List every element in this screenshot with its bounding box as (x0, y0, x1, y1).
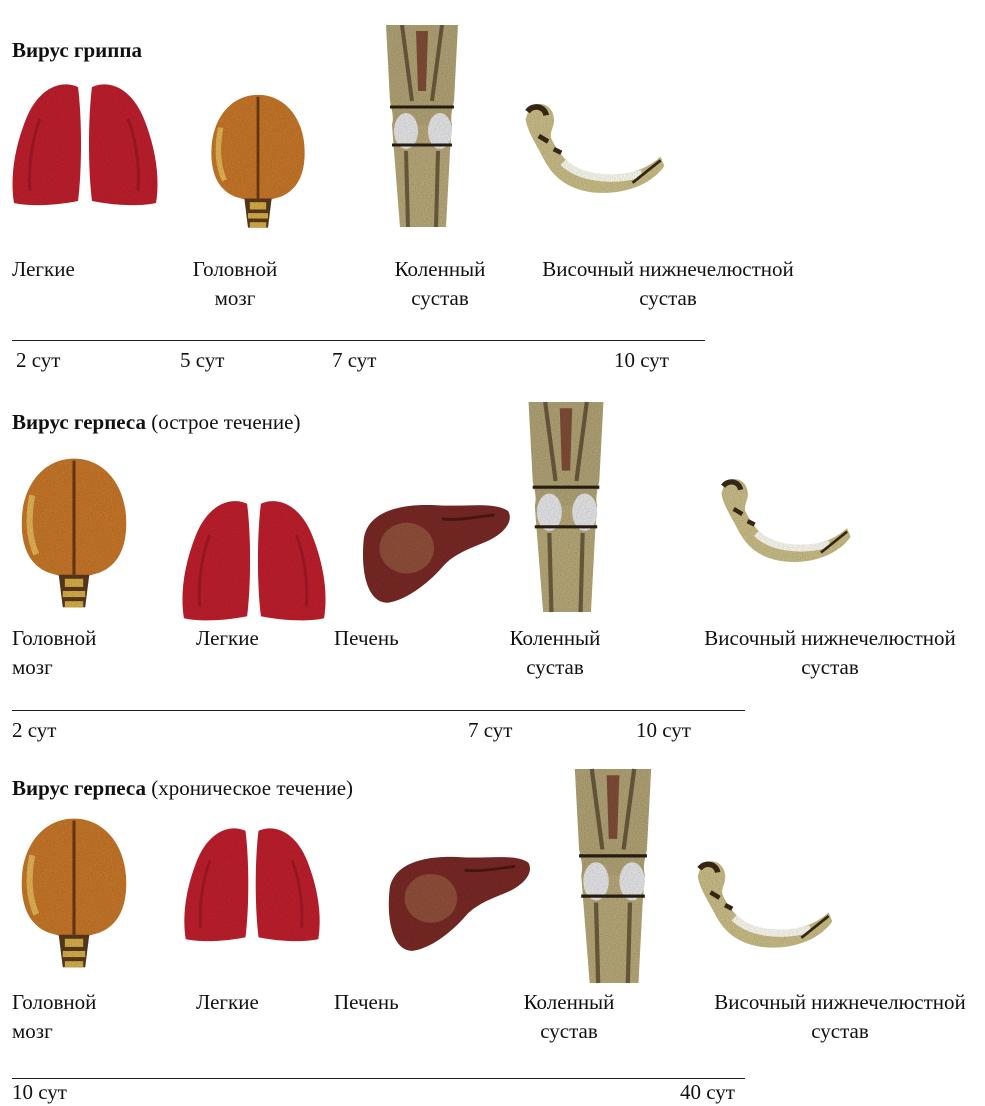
organ-label-lungs: Легкие (196, 624, 259, 653)
organ-label-liver: Печень (334, 988, 399, 1017)
organ-label-jaw: Височный нижнечелюстной сустав (690, 624, 970, 682)
timeline-tick: 10 сут (12, 1080, 67, 1105)
brain-icon (18, 808, 130, 984)
organ-label-knee: Коленный сустав (490, 624, 620, 682)
timeline-axis (12, 1078, 745, 1079)
knee-joint-icon (372, 10, 472, 242)
panel-title-note: (хроническое течение) (151, 776, 353, 800)
panel-title-bold: Вирус гриппа (12, 38, 142, 62)
organ-label-brain: Головной мозг (175, 255, 295, 313)
timeline-tick: 2 сут (16, 348, 60, 373)
lungs-icon (10, 78, 160, 210)
panel-title-note: (острое течение) (151, 410, 300, 434)
organ-label-knee: Коленный сустав (375, 255, 505, 313)
lungs-icon (182, 820, 322, 948)
timeline-tick: 10 сут (636, 718, 691, 743)
liver-icon (358, 492, 514, 614)
knee-joint-icon (514, 394, 618, 620)
panel-title: Вирус герпеса (хроническое течение) (12, 776, 353, 801)
brain-icon (18, 448, 130, 624)
organ-label-brain: Головной мозг (12, 988, 132, 1046)
timeline-axis (12, 340, 705, 341)
brain-icon (208, 74, 308, 254)
panel-title: Вирус гриппа (12, 38, 142, 63)
panel-title-bold: Вирус герпеса (12, 410, 146, 434)
panel-title-bold: Вирус герпеса (12, 776, 146, 800)
timeline-tick: 40 сут (680, 1080, 735, 1105)
jaw-joint-icon (708, 474, 864, 570)
knee-joint-icon (560, 760, 666, 992)
organ-label-liver: Печень (334, 624, 399, 653)
timeline-tick: 2 сут (12, 718, 56, 743)
organ-label-brain: Головной мозг (12, 624, 132, 682)
timeline-axis (12, 710, 745, 711)
jaw-joint-icon (690, 856, 840, 956)
lungs-icon (180, 494, 328, 626)
timeline-tick: 7 сут (468, 718, 512, 743)
timeline-tick: 5 сут (180, 348, 224, 373)
organ-label-lungs: Легкие (196, 988, 259, 1017)
organ-label-lungs: Легкие (12, 255, 75, 284)
panel-title: Вирус герпеса (острое течение) (12, 410, 300, 435)
timeline-tick: 10 сут (614, 348, 669, 373)
liver-icon (384, 850, 534, 956)
organ-label-jaw: Височный нижнечелюстной сустав (700, 988, 980, 1046)
organ-label-jaw: Височный нижнечелюстной сустав (528, 255, 808, 313)
organ-label-knee: Коленный сустав (504, 988, 634, 1046)
timeline-tick: 7 сут (332, 348, 376, 373)
jaw-joint-icon (520, 98, 670, 202)
